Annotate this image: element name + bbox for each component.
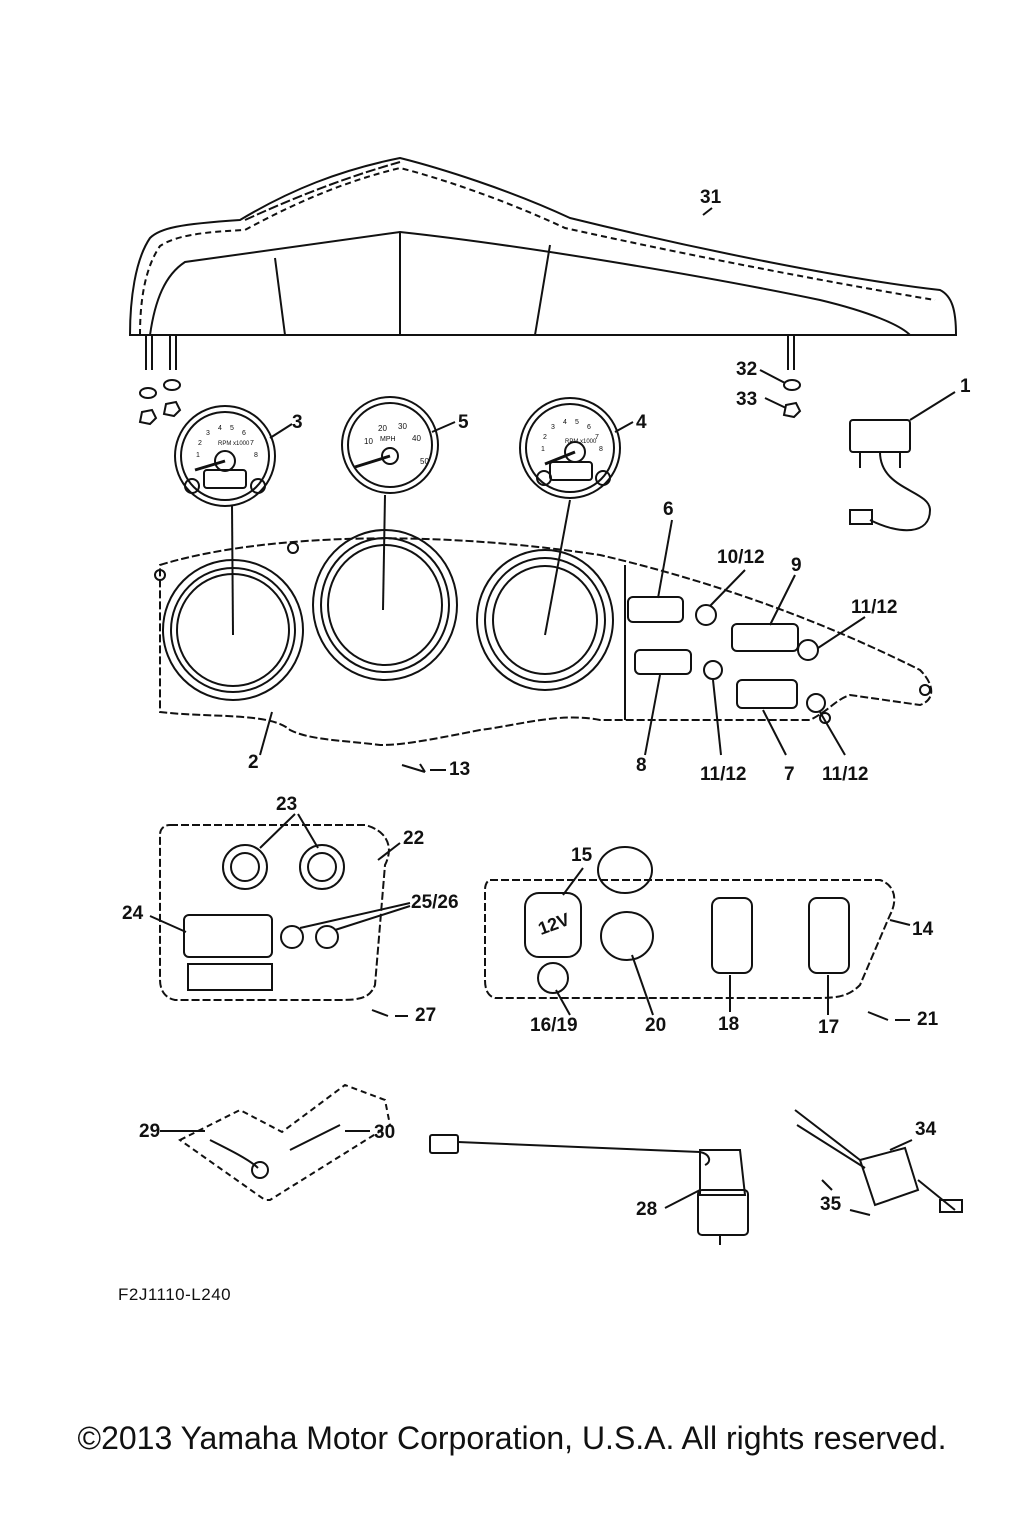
callout-30: 30 bbox=[374, 1122, 396, 1143]
tach-left-scale-2: 2 bbox=[198, 440, 202, 447]
callout-11-12-c: 11/12 bbox=[822, 764, 869, 785]
dash-cover-part bbox=[128, 156, 958, 370]
drawing-code: F2J1110-L240 bbox=[118, 1285, 232, 1304]
callout-8: 8 bbox=[636, 755, 647, 776]
speedo-scale-40: 40 bbox=[412, 434, 421, 443]
callout-22: 22 bbox=[403, 828, 425, 849]
callout-5: 5 bbox=[458, 412, 469, 433]
callout-32: 32 bbox=[736, 359, 758, 380]
relay-part bbox=[794, 1109, 963, 1216]
tach-left-scale-8: 8 bbox=[254, 452, 258, 459]
callout-7: 7 bbox=[784, 764, 795, 785]
left-switch-panel-part bbox=[149, 813, 411, 1017]
tach-left-scale-5: 5 bbox=[230, 425, 234, 432]
speedo-scale-10: 10 bbox=[364, 437, 373, 446]
tach-left-scale-6: 6 bbox=[242, 430, 246, 437]
callout-6: 6 bbox=[663, 499, 674, 520]
tach-left-scale-4: 4 bbox=[218, 425, 222, 432]
tachometer-left-gauge bbox=[174, 405, 293, 507]
tach-right-scale-2: 2 bbox=[543, 434, 547, 441]
speedometer-gauge bbox=[341, 396, 456, 494]
callout-31: 31 bbox=[700, 187, 722, 208]
washers-and-nuts bbox=[138, 369, 802, 426]
callout-14: 14 bbox=[912, 919, 934, 940]
callout-24: 24 bbox=[122, 903, 144, 924]
tach-left-scale-1: 1 bbox=[196, 452, 200, 459]
tachometer-right-gauge bbox=[519, 397, 634, 499]
callout-18: 18 bbox=[718, 1014, 740, 1035]
tach-right-scale-3: 3 bbox=[551, 424, 555, 431]
tach-left-scale-7: 7 bbox=[250, 440, 254, 447]
callout-4: 4 bbox=[636, 412, 647, 433]
speedo-scale-20: 20 bbox=[378, 424, 387, 433]
callout-11-12-a: 11/12 bbox=[851, 597, 898, 618]
callout-11-12-b: 11/12 bbox=[700, 764, 747, 785]
callout-3: 3 bbox=[292, 412, 303, 433]
callout-20: 20 bbox=[645, 1015, 667, 1036]
callout-21: 21 bbox=[917, 1009, 939, 1030]
tach-right-unit-label: RPM x1000 bbox=[565, 439, 597, 445]
callout-16-19: 16/19 bbox=[530, 1015, 578, 1036]
tach-left-unit-label: RPM x1000 bbox=[218, 441, 250, 447]
tach-right-scale-1: 1 bbox=[541, 446, 545, 453]
callout-25-26: 25/26 bbox=[411, 892, 459, 913]
callout-33: 33 bbox=[736, 389, 758, 410]
callout-13: 13 bbox=[449, 759, 471, 780]
callout-28: 28 bbox=[636, 1199, 658, 1220]
speedo-scale-50: 50 bbox=[420, 457, 429, 466]
callout-1: 1 bbox=[960, 376, 971, 397]
callout-29: 29 bbox=[139, 1121, 161, 1142]
callout-35: 35 bbox=[820, 1194, 842, 1215]
callout-10-12: 10/12 bbox=[717, 547, 765, 568]
right-switch-panel-part bbox=[484, 846, 911, 1021]
tach-right-scale-4: 4 bbox=[563, 419, 567, 426]
tach-right-scale-5: 5 bbox=[575, 419, 579, 426]
speedo-scale-30: 30 bbox=[398, 422, 407, 431]
callout-17: 17 bbox=[818, 1017, 840, 1038]
tach-left-scale-3: 3 bbox=[206, 430, 210, 437]
callout-23: 23 bbox=[276, 794, 298, 815]
sensor-cable-part bbox=[429, 1134, 749, 1245]
callout-27: 27 bbox=[415, 1005, 437, 1026]
control-module-part bbox=[849, 391, 956, 532]
instrument-panel-part bbox=[154, 494, 933, 773]
tach-right-scale-8: 8 bbox=[599, 446, 603, 453]
callout-2: 2 bbox=[248, 752, 259, 773]
tach-right-scale-6: 6 bbox=[587, 424, 591, 431]
tach-right-scale-7: 7 bbox=[595, 434, 599, 441]
wiring-kit-part bbox=[160, 1083, 392, 1201]
callout-9: 9 bbox=[791, 555, 802, 576]
callout-15: 15 bbox=[571, 845, 593, 866]
copyright-notice: ©2013 Yamaha Motor Corporation, U.S.A. A… bbox=[77, 1420, 947, 1456]
speedo-unit-label: MPH bbox=[380, 436, 396, 443]
callout-34: 34 bbox=[915, 1119, 937, 1140]
